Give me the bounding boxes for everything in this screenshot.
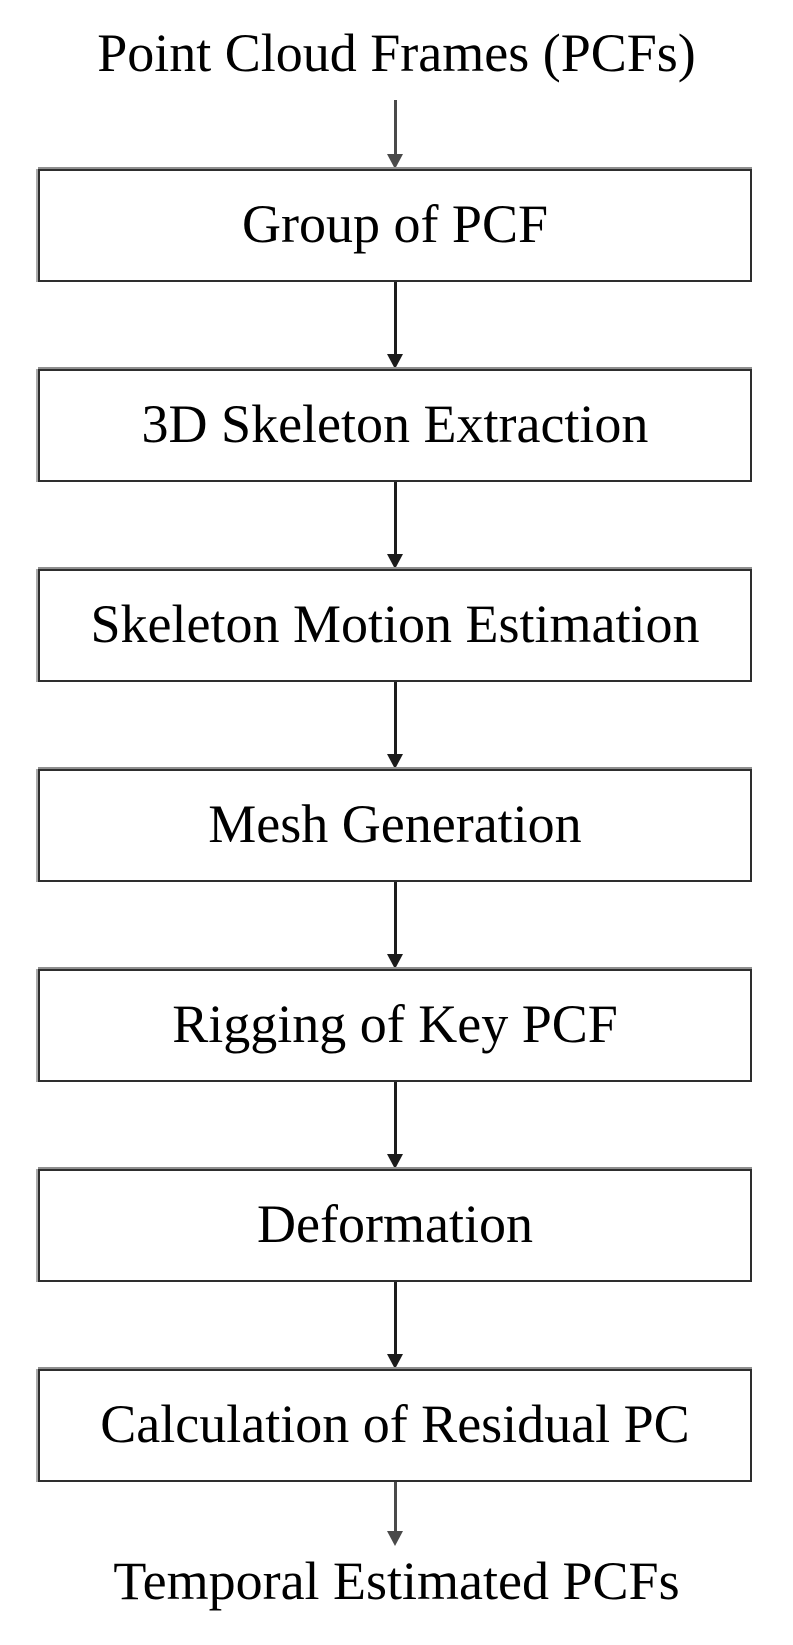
- box-label: Mesh Generation: [208, 793, 582, 854]
- box-label: Calculation of Residual PC: [100, 1393, 690, 1454]
- arrow-head: [387, 1531, 403, 1546]
- arrow-shaft: [393, 1082, 397, 1156]
- down-arrow-icon: [387, 682, 403, 769]
- arrow-head: [387, 1354, 403, 1369]
- down-arrow-icon: [387, 482, 403, 569]
- arrow-head: [387, 1154, 403, 1169]
- box-label: Deformation: [257, 1193, 533, 1254]
- arrow-shaft: [393, 882, 397, 956]
- down-arrow-icon: [387, 282, 403, 369]
- arrow-head: [387, 554, 403, 569]
- box-label: Group of PCF: [241, 193, 549, 254]
- arrow-head: [387, 154, 403, 169]
- down-arrow-icon: [387, 1482, 403, 1546]
- sink-label: Temporal Estimated PCFs: [113, 1551, 680, 1611]
- flow-box-3d-skeleton-extraction: 3D Skeleton Extraction: [38, 369, 752, 482]
- down-arrow-icon: [387, 1282, 403, 1369]
- down-arrow-icon: [387, 882, 403, 969]
- flow-box-deformation: Deformation: [38, 1169, 752, 1282]
- box-label: 3D Skeleton Extraction: [141, 393, 649, 454]
- down-arrow-icon: [387, 1082, 403, 1169]
- arrow-head: [387, 954, 403, 969]
- box-label: Skeleton Motion Estimation: [90, 593, 700, 654]
- flow-box-skeleton-motion-estimation: Skeleton Motion Estimation: [38, 569, 752, 682]
- arrow-shaft: [393, 1482, 397, 1533]
- down-arrow-icon: [387, 100, 403, 169]
- flow-box-rigging-of-key-pcf: Rigging of Key PCF: [38, 969, 752, 1082]
- arrow-shaft: [393, 682, 397, 756]
- arrow-shaft: [393, 100, 397, 156]
- source-label: Point Cloud Frames (PCFs): [97, 23, 696, 83]
- arrow-shaft: [393, 482, 397, 556]
- flow-box-calculation-of-residual-pc: Calculation of Residual PC: [38, 1369, 752, 1482]
- flow-box-group-of-pcf: Group of PCF: [38, 169, 752, 282]
- arrow-head: [387, 354, 403, 369]
- flow-box-mesh-generation: Mesh Generation: [38, 769, 752, 882]
- arrow-shaft: [393, 282, 397, 356]
- arrow-head: [387, 754, 403, 769]
- box-label: Rigging of Key PCF: [172, 993, 618, 1054]
- arrow-shaft: [393, 1282, 397, 1356]
